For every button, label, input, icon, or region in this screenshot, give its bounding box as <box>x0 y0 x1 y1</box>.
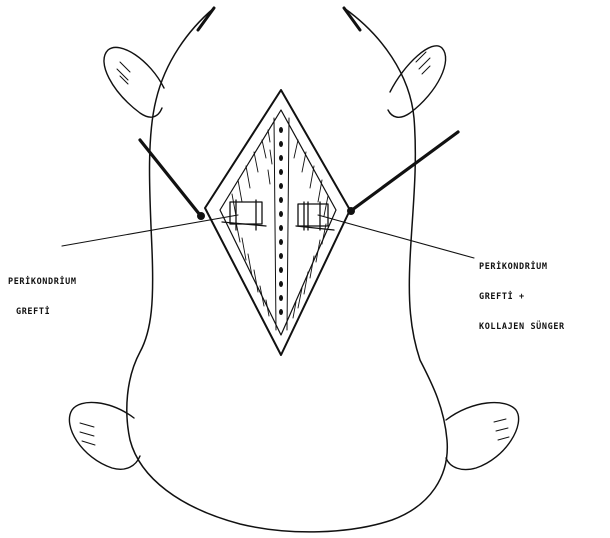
left-label-line1: PERİKONDRİUM <box>8 277 77 287</box>
spine-line <box>274 118 289 330</box>
left-label-line2: GREFTİ <box>8 307 77 317</box>
rabbit-body-outline <box>127 8 447 532</box>
right-hind-foot <box>446 403 519 470</box>
right-label-line1: PERİKONDRİUM <box>479 262 565 272</box>
left-graft-label: PERİKONDRİUM GREFTİ <box>8 257 77 327</box>
right-retractor-arm <box>352 132 458 210</box>
right-label-line3: KOLLAJEN SÜNGER <box>479 322 565 332</box>
left-foot-hatching <box>80 423 95 445</box>
right-graft-pocket <box>296 202 334 230</box>
left-ear-hatching <box>117 62 130 84</box>
right-ear <box>388 46 446 117</box>
right-label-line2: GREFTİ + <box>479 292 565 302</box>
right-graft-label: PERİKONDRİUM GREFTİ + KOLLAJEN SÜNGER <box>479 242 565 342</box>
right-leader-line <box>318 215 474 258</box>
left-graft-pocket <box>222 200 266 230</box>
incision-inner-edge <box>220 110 336 335</box>
right-retractor-tip <box>347 207 355 215</box>
right-foot-hatching <box>494 419 509 440</box>
left-retractor-tip <box>197 212 205 220</box>
left-retractor-upper <box>198 8 214 30</box>
